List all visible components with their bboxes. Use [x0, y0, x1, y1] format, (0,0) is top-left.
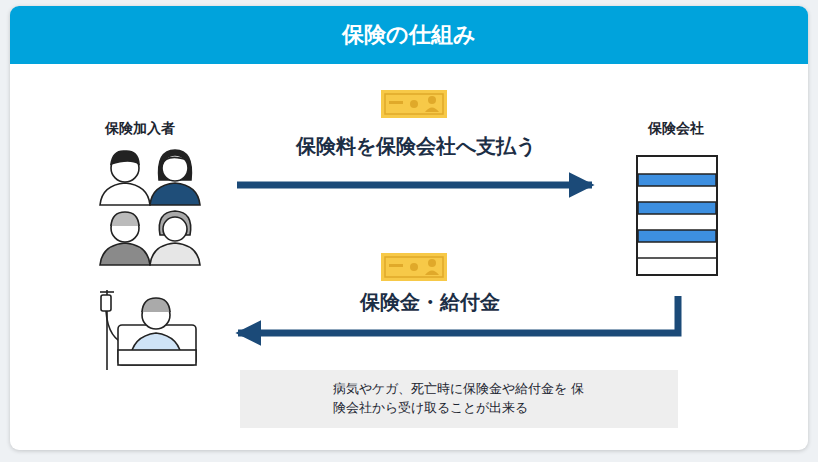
title-text: 保険の仕組み: [342, 20, 476, 50]
company-node: 保険会社: [600, 118, 752, 280]
patient-illustration: [100, 290, 196, 370]
node-heading: 保険会社: [600, 118, 752, 138]
edge-label: 保険料を保険会社へ支払う: [296, 133, 536, 160]
edge-label: 保険金・給付金: [360, 289, 500, 316]
caption-panel: 病気やケガ、死亡時に保険金や給付金を 保険会社から受け取ることが出来る: [240, 370, 678, 428]
insured-group: 保険加入者: [95, 118, 232, 373]
flow-arrow: [237, 182, 592, 189]
title-bar: 保険の仕組み: [10, 6, 808, 64]
money-icon: [381, 253, 447, 281]
company-building: [637, 156, 717, 275]
people-icons: [100, 150, 200, 265]
caption-text: 病気やケガ、死亡時に保険金や給付金を 保険会社から受け取ることが出来る: [333, 380, 585, 418]
money-icon: [381, 90, 447, 118]
node-heading: 保険加入者: [105, 118, 232, 138]
